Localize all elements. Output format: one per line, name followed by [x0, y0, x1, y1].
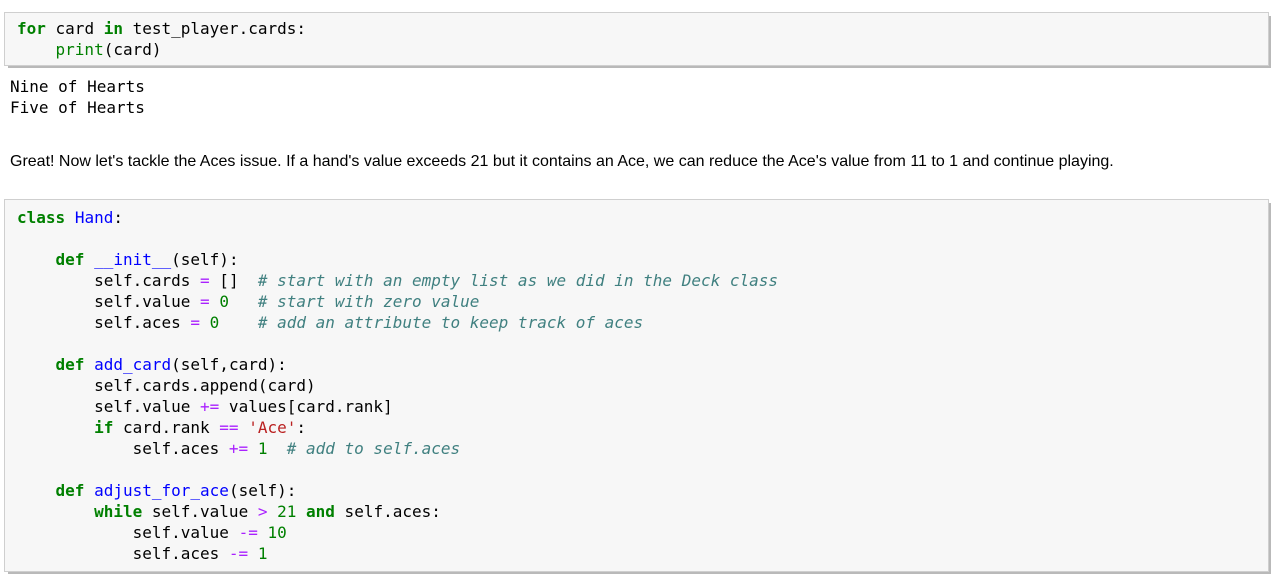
- code-token-op: -=: [228, 544, 249, 563]
- code-line: [17, 459, 1260, 480]
- code-token-pl: [17, 40, 56, 59]
- cell-1-output-text: Nine of Hearts Five of Hearts: [10, 77, 145, 117]
- code-token-pl: self.cards.append(card): [17, 376, 316, 395]
- code-token-kw: def: [55, 355, 85, 374]
- code-token-com: # add to self.aces: [286, 439, 461, 458]
- code-token-pl: self.aces:: [334, 502, 441, 521]
- code-token-num: 1: [257, 544, 268, 563]
- code-token-pl: :: [113, 208, 123, 227]
- code-token-nm: Hand: [74, 208, 114, 227]
- code-token-pl: [296, 502, 306, 521]
- code-token-op: >: [257, 502, 268, 521]
- code-token-pl: [65, 208, 75, 227]
- code-line: while self.value > 21 and self.aces:: [17, 501, 1260, 522]
- code-token-num: 0: [219, 292, 229, 311]
- code-token-pl: (self,card):: [171, 355, 287, 374]
- code-line: self.value = 0 # start with zero value: [17, 291, 1260, 312]
- code-line: def adjust_for_ace(self):: [17, 480, 1260, 501]
- code-token-pl: []: [209, 271, 258, 290]
- code-token-pl: [219, 313, 258, 332]
- code-line: if card.rank == 'Ace':: [17, 417, 1260, 438]
- code-token-num: 21: [277, 502, 297, 521]
- code-token-pl: values[card.rank]: [219, 397, 393, 416]
- code-token-pl: [84, 481, 94, 500]
- code-line: [17, 333, 1260, 354]
- code-token-pl: (card): [103, 40, 162, 59]
- code-token-op: ==: [219, 418, 239, 437]
- markdown-cell[interactable]: Great! Now let's tackle the Aces issue. …: [10, 153, 1114, 170]
- code-token-pl: self.cards: [17, 271, 201, 290]
- code-line: self.cards = [] # start with an empty li…: [17, 270, 1260, 291]
- code-token-pl: [248, 439, 258, 458]
- code-token-kw: def: [55, 481, 85, 500]
- code-token-str: 'Ace': [248, 418, 297, 437]
- code-token-pl: [248, 544, 258, 563]
- code-token-pl: [267, 439, 286, 458]
- code-token-pl: [17, 418, 94, 437]
- code-token-pl: card: [45, 19, 104, 38]
- code-token-pl: self.aces: [17, 544, 229, 563]
- code-token-pl: :: [296, 418, 307, 437]
- code-line: self.cards.append(card): [17, 375, 1260, 396]
- code-token-bi: print: [55, 40, 104, 59]
- code-token-nm: __init__: [94, 250, 172, 269]
- code-token-op: +=: [200, 397, 220, 416]
- code-token-op: +=: [228, 439, 249, 458]
- code-line: self.aces -= 1: [17, 543, 1260, 564]
- code-token-num: 1: [257, 439, 268, 458]
- code-token-pl: self.value: [142, 502, 258, 521]
- code-token-kw: and: [306, 502, 335, 521]
- code-token-kw: class: [17, 208, 66, 227]
- code-token-pl: card.rank: [113, 418, 220, 437]
- code-token-op: =: [200, 292, 210, 311]
- code-line: [17, 228, 1260, 249]
- code-token-pl: self.aces: [17, 313, 191, 332]
- code-token-op: =: [200, 271, 210, 290]
- code-token-pl: [239, 418, 249, 437]
- code-line: class Hand:: [17, 207, 1260, 228]
- code-token-op: =: [190, 313, 201, 332]
- code-token-pl: [229, 292, 258, 311]
- code-line: self.value -= 10: [17, 522, 1260, 543]
- code-token-pl: test_player.cards:: [122, 19, 306, 38]
- code-token-num: 10: [267, 523, 287, 542]
- code-token-num: 0: [209, 313, 220, 332]
- code-token-pl: (self):: [228, 481, 297, 500]
- code-token-pl: (self):: [171, 250, 239, 269]
- code-token-pl: self.value: [17, 397, 201, 416]
- code-token-pl: [84, 250, 94, 269]
- code-token-pl: self.value: [17, 292, 201, 311]
- code-token-kw: for: [17, 19, 46, 38]
- code-token-pl: [267, 502, 277, 521]
- code-line: print(card): [17, 39, 1260, 60]
- code-token-kw: while: [94, 502, 143, 521]
- code-line: def __init__(self):: [17, 249, 1260, 270]
- code-line: for card in test_player.cards:: [17, 18, 1260, 39]
- code-token-op: -=: [238, 523, 258, 542]
- code-token-kw: def: [55, 250, 85, 269]
- code-token-com: # start with an empty list as we did in …: [257, 271, 779, 290]
- code-token-com: # start with zero value: [257, 292, 480, 311]
- code-token-pl: [17, 481, 56, 500]
- code-token-pl: [84, 355, 94, 374]
- code-token-pl: self.value: [17, 523, 239, 542]
- code-token-com: # add an attribute to keep track of aces: [257, 313, 644, 332]
- code-token-kw: in: [103, 19, 123, 38]
- code-cell-1[interactable]: for card in test_player.cards: print(car…: [4, 12, 1269, 66]
- code-token-pl: [200, 313, 210, 332]
- code-cell-2[interactable]: class Hand: def __init__(self): self.car…: [4, 199, 1269, 572]
- code-token-pl: [17, 502, 94, 521]
- code-line: def add_card(self,card):: [17, 354, 1260, 375]
- code-token-kw: if: [94, 418, 114, 437]
- code-line: self.aces = 0 # add an attribute to keep…: [17, 312, 1260, 333]
- code-token-pl: [17, 355, 56, 374]
- code-token-nm: adjust_for_ace: [94, 481, 229, 500]
- code-line: self.aces += 1 # add to self.aces: [17, 438, 1260, 459]
- code-token-nm: add_card: [94, 355, 172, 374]
- code-token-pl: [17, 250, 56, 269]
- code-token-pl: self.aces: [17, 439, 229, 458]
- code-line: self.value += values[card.rank]: [17, 396, 1260, 417]
- code-token-pl: [210, 292, 220, 311]
